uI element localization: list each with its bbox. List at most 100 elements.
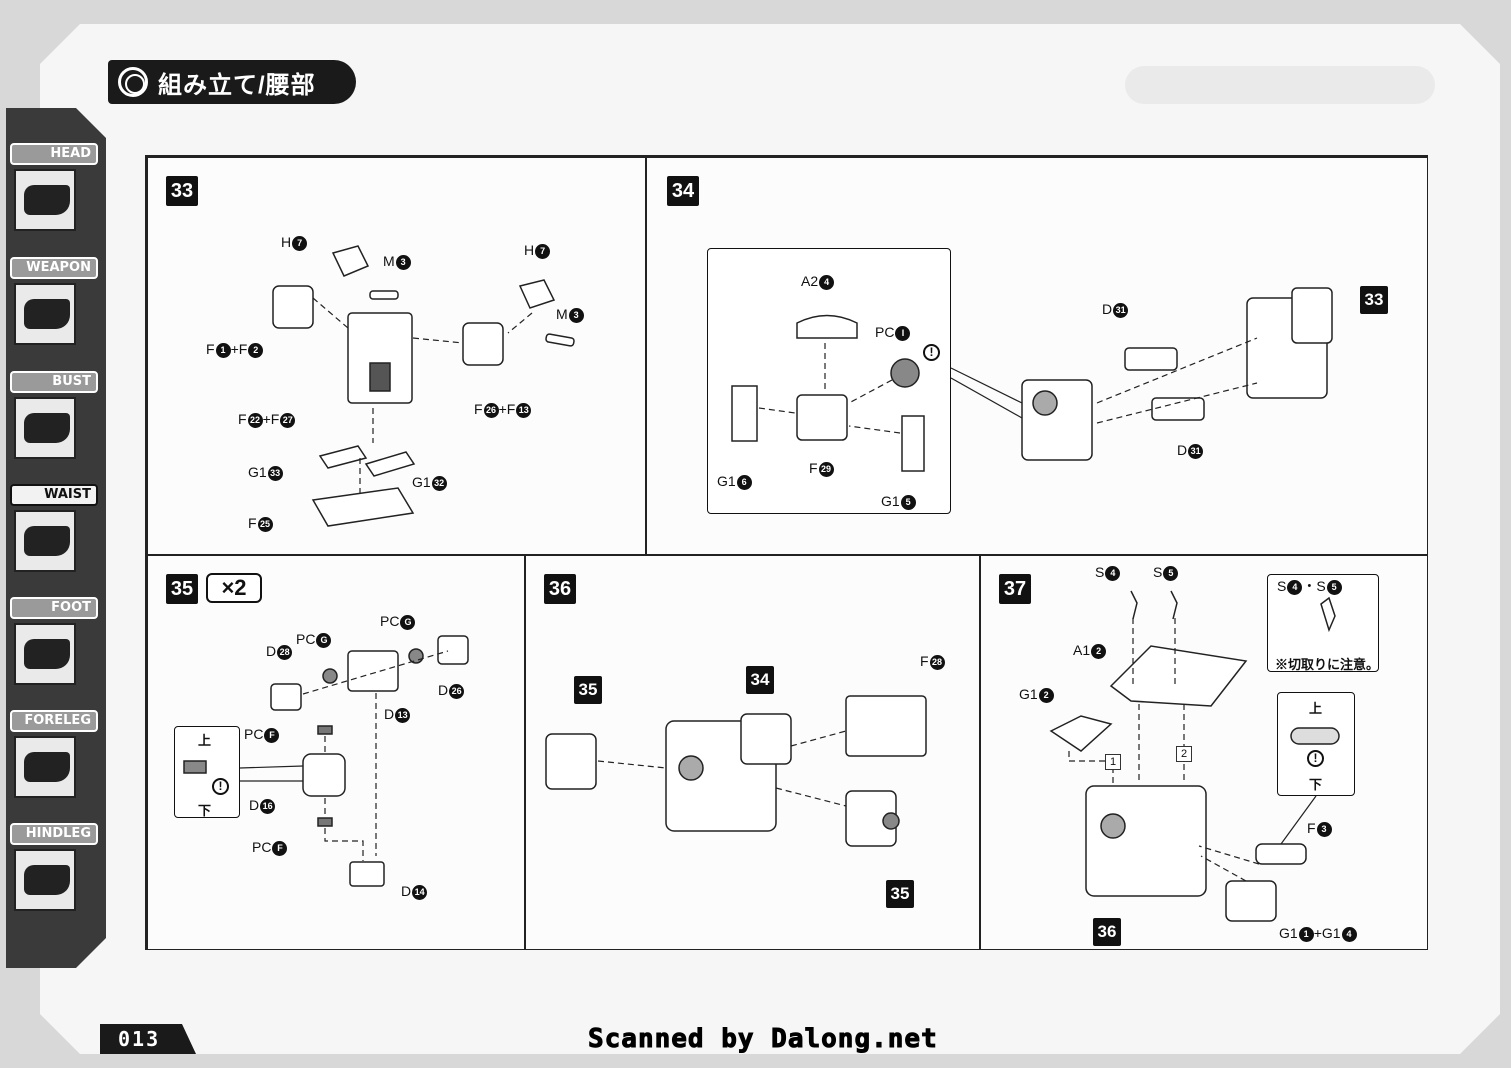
part-f26-f13 — [462, 322, 504, 366]
part-m3-right — [545, 333, 575, 347]
bust-icon — [14, 397, 76, 459]
cutting-caution-inset — [1267, 574, 1379, 672]
step-33-panel: 33 — [147, 157, 646, 555]
scan-credit: Scanned by Dalong.net — [588, 1024, 938, 1055]
part-pcg-right — [408, 648, 424, 664]
orientation-up-label: 上 — [198, 733, 212, 748]
step-33-diagram — [272, 245, 575, 527]
part-g132 — [364, 451, 416, 477]
compass-icon — [118, 67, 148, 97]
step-ref-35: 35 — [886, 880, 914, 908]
part-d26 — [437, 635, 469, 665]
orientation-down-label: 下 — [198, 803, 212, 818]
part-a24 — [796, 314, 858, 339]
sidebar-item-label: HEAD — [10, 143, 98, 165]
sidebar-item-foreleg[interactable]: FORELEG — [10, 710, 98, 798]
part-f1-f2 — [272, 285, 314, 329]
part-f3 — [1255, 843, 1307, 865]
part-d31-bottom — [1151, 397, 1205, 421]
step-number: 33 — [166, 176, 198, 206]
step-ref-33: 33 — [1360, 286, 1388, 314]
step-number: 34 — [667, 176, 699, 206]
part-g15 — [901, 415, 925, 472]
step-number: 36 — [544, 574, 576, 604]
part-pcg-left — [322, 668, 338, 684]
sidebar-item-waist[interactable]: WAIST — [10, 484, 98, 572]
step-ref-35: 35 — [574, 676, 602, 704]
quantity-multiplier: ×2 — [206, 573, 262, 603]
cutting-caution-note: ※切取りに注意。 — [1275, 657, 1380, 672]
orientation-part — [1290, 727, 1340, 745]
hindleg-icon — [14, 849, 76, 911]
inset-sprue-part — [1320, 596, 1336, 633]
section-title-bar: 組み立て/腰部 — [108, 60, 356, 104]
bleed-through-header — [1125, 66, 1435, 104]
part-g133 — [318, 445, 368, 469]
step-number: 35 — [166, 574, 198, 604]
caution-icon: ! — [212, 778, 229, 795]
sidebar-item-label: WEAPON — [10, 257, 98, 279]
sidebar-item-hindleg[interactable]: HINDLEG — [10, 823, 98, 911]
weapon-icon — [14, 283, 76, 345]
sidebar-item-bust[interactable]: BUST — [10, 371, 98, 459]
part-g16 — [731, 385, 758, 442]
sub-assembly-36 — [1085, 785, 1207, 897]
page-number: 013 — [100, 1024, 196, 1054]
vent-grille — [369, 362, 391, 392]
sidebar-item-label: WAIST — [10, 484, 98, 506]
part-pc1 — [890, 358, 920, 388]
part-d31-top — [1124, 347, 1178, 371]
caution-icon: ! — [1307, 750, 1324, 767]
waist-core-block — [347, 312, 413, 404]
sidebar-item-label: HINDLEG — [10, 823, 98, 845]
parts-s4-s5 — [1130, 590, 1178, 620]
sidebar-item-weapon[interactable]: WEAPON — [10, 257, 98, 345]
orientation-up-label: 上 — [1309, 701, 1323, 716]
step-35-diagram — [183, 635, 469, 887]
sidebar-item-foot[interactable]: FOOT — [10, 597, 98, 685]
step-ref-36: 36 — [1093, 918, 1121, 946]
step-number: 37 — [999, 574, 1031, 604]
step-35-panel: 35 ×2 上 下 — [147, 555, 525, 950]
sub-assembly-34 — [1021, 379, 1093, 461]
step-34-panel: 34 — [646, 157, 1428, 555]
waist-icon — [14, 510, 76, 572]
sub-assembly-35-left — [545, 733, 597, 790]
sidebar-item-label: FORELEG — [10, 710, 98, 732]
part-f29 — [796, 394, 848, 441]
sidebar-item-head[interactable]: HEAD — [10, 143, 98, 231]
foot-icon — [14, 623, 76, 685]
step-ref-34: 34 — [746, 666, 774, 694]
head-icon — [14, 169, 76, 231]
part-d28 — [270, 683, 302, 711]
sidebar-item-label: FOOT — [10, 597, 98, 619]
part-g1-g14 — [1225, 880, 1277, 922]
page-title: 組み立て/腰部 — [158, 71, 316, 99]
